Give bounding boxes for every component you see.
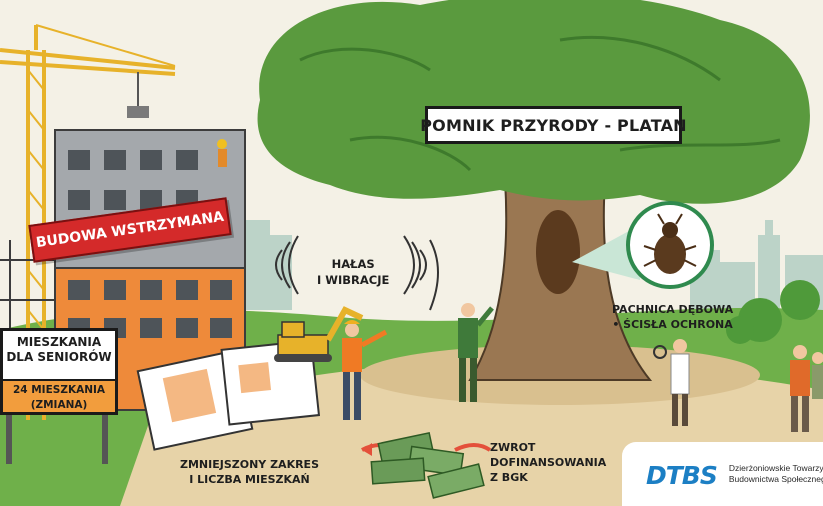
logo-mark: DTBS xyxy=(646,460,718,490)
sign-title-line-1: MIESZKANIA xyxy=(16,335,102,349)
refund-line-1: ZWROT xyxy=(490,441,536,454)
dtbs-logo: DTBS Dzierżoniowskie Towarzystwo Budowni… xyxy=(622,442,823,506)
beetle-callout xyxy=(572,201,714,289)
noise-line-1: HAŁAS xyxy=(331,257,375,271)
logo-text-line-1: Dzierżoniowskie Towarzystwo xyxy=(728,463,823,473)
beetle-line-1: PACHNICA DĘBOWA xyxy=(612,303,734,316)
beetle-icon xyxy=(654,234,686,274)
sign-post-right xyxy=(102,414,108,464)
blueprint-plans xyxy=(136,339,321,451)
monument-title: POMNIK PRZYRODY - PLATAN xyxy=(420,106,687,144)
sound-waves xyxy=(275,235,439,311)
crane-hook-block xyxy=(127,106,149,118)
bushes xyxy=(726,280,820,344)
noise-label: HAŁAS I WIBRACJE xyxy=(317,256,389,288)
reduced-line-1: ZMNIEJSZONY ZAKRES xyxy=(180,458,319,471)
sign-title: MIESZKANIA DLA SENIORÓW xyxy=(3,335,115,365)
refund-line-3: Z BGK xyxy=(490,471,528,484)
scientist xyxy=(653,339,690,426)
construction-worker xyxy=(342,320,388,420)
forester xyxy=(458,303,494,402)
money-pile xyxy=(361,431,492,499)
sign-subtitle-line-2: (ZMIANA) xyxy=(30,399,88,411)
reduced-line-2: I LICZBA MIESZKAŃ xyxy=(189,473,310,486)
logo-text-line-2: Budownictwa Społecznego S xyxy=(728,474,823,484)
tree-hollow xyxy=(536,210,580,294)
senior-couple xyxy=(790,345,823,432)
beetle-line-2: • ŚCISŁA OCHRONA xyxy=(612,318,733,331)
funding-refund-label: ZWROT DOFINANSOWANIA Z BGK xyxy=(490,440,606,485)
reduced-scope-label: ZMNIEJSZONY ZAKRES I LICZBA MIESZKAŃ xyxy=(180,457,319,487)
logo-text: Dzierżoniowskie Towarzystwo Budownictwa … xyxy=(729,463,823,485)
refund-line-2: DOFINANSOWANIA xyxy=(490,456,607,469)
worker-on-roof xyxy=(217,139,227,149)
noise-line-2: I WIBRACJE xyxy=(317,273,390,287)
sign-title-line-2: DLA SENIORÓW xyxy=(6,350,112,364)
sign-subtitle: 24 MIESZKANIA (ZMIANA) xyxy=(3,379,115,412)
excavator xyxy=(274,306,364,362)
magnifier-icon xyxy=(653,345,667,359)
sign-subtitle-line-1: 24 MIESZKANIA xyxy=(12,384,106,396)
sign-post-left xyxy=(6,414,12,464)
senior-housing-sign: MIESZKANIA DLA SENIORÓW 24 MIESZKANIA (Z… xyxy=(0,328,118,415)
beetle-label: PACHNICA DĘBOWA • ŚCISŁA OCHRONA xyxy=(612,302,733,332)
